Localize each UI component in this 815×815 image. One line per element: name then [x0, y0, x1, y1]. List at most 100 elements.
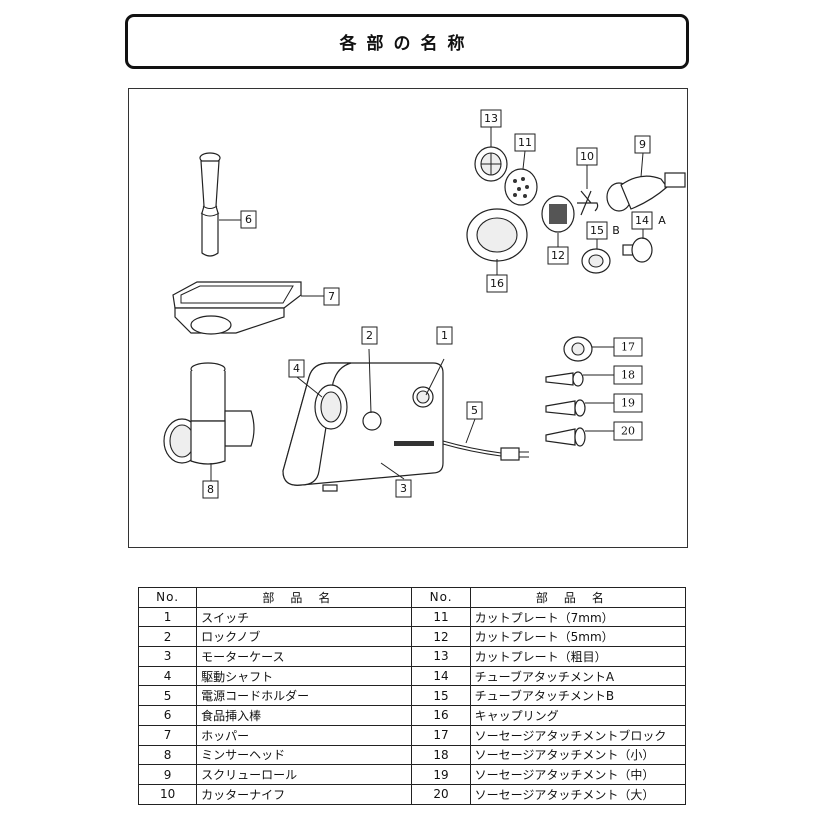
- title-box: 各部の名称: [125, 14, 689, 69]
- parts-diagram: 1 2 3 4 5 6 7 8 9 10 11 12: [128, 88, 688, 548]
- part-no-cell: 20: [411, 783, 471, 805]
- svg-text:B: B: [612, 224, 620, 237]
- part-no-cell: 8: [137, 744, 198, 766]
- svg-text:13: 13: [484, 112, 498, 125]
- svg-text:20: 20: [621, 425, 635, 438]
- part-no-cell: 2: [137, 626, 198, 648]
- svg-text:19: 19: [621, 397, 635, 410]
- header-no: No.: [137, 587, 198, 608]
- svg-text:2: 2: [366, 329, 373, 342]
- hopper-illustration: [172, 281, 302, 335]
- cut-plate-5mm-illustration: [541, 195, 575, 233]
- part-no-cell: 16: [411, 705, 471, 726]
- part-no-cell: 6: [137, 705, 198, 726]
- cut-plate-7mm-illustration: [504, 168, 538, 206]
- callout-2: 2: [361, 326, 378, 345]
- callout-10: 10: [576, 147, 598, 166]
- tube-attachment-a-illustration: [622, 237, 653, 263]
- part-name-cell: カットプレート（粗目）: [469, 646, 687, 667]
- part-no-cell: 4: [137, 665, 198, 687]
- svg-text:4: 4: [293, 362, 300, 375]
- mincer-head-illustration: [163, 362, 255, 465]
- part-name-cell: カットプレート（5mm）: [469, 626, 687, 648]
- part-name-cell: 電源コードホルダー: [196, 685, 413, 707]
- food-pusher-illustration: [199, 152, 221, 257]
- svg-text:7: 7: [328, 290, 335, 303]
- sausage-medium-illustration: [545, 399, 586, 417]
- part-name-cell: ソーセージアタッチメント（小）: [469, 744, 687, 766]
- callout-17: 17: [613, 337, 643, 357]
- callout-12: 12: [547, 246, 569, 265]
- svg-text:10: 10: [580, 150, 594, 163]
- part-no-cell: 3: [137, 646, 198, 667]
- callout-13: 13: [480, 109, 502, 128]
- part-no-cell: 10: [137, 783, 198, 805]
- callout-19: 19: [613, 393, 643, 413]
- svg-text:17: 17: [621, 341, 635, 354]
- callout-16: 16: [486, 274, 508, 293]
- part-name-cell: カッターナイフ: [196, 783, 413, 805]
- header-part-name: 部品名: [196, 587, 413, 608]
- callout-8: 8: [202, 480, 219, 499]
- sausage-small-illustration: [545, 371, 584, 387]
- tube-attachment-b-illustration: [581, 248, 611, 274]
- cut-plate-coarse-illustration: [474, 146, 508, 182]
- svg-text:12: 12: [551, 249, 565, 262]
- part-name-cell: キャップリング: [469, 705, 687, 726]
- cutter-knife-illustration: [577, 190, 599, 216]
- part-no-cell: 13: [411, 646, 471, 667]
- part-name-cell: ミンサーヘッド: [196, 744, 413, 766]
- callout-18: 18: [613, 365, 643, 385]
- callout-20: 20: [613, 421, 643, 441]
- part-no-cell: 5: [137, 685, 198, 707]
- part-name-cell: ソーセージアタッチメント（大）: [469, 783, 687, 805]
- part-no-cell: 18: [411, 744, 471, 766]
- svg-text:5: 5: [471, 404, 478, 417]
- part-name-cell: ロックノブ: [196, 626, 413, 648]
- part-name-cell: 食品挿入棒: [196, 705, 413, 726]
- part-no-cell: 15: [411, 685, 471, 707]
- part-name-cell: スクリューロール: [196, 764, 413, 785]
- motor-case-illustration: [282, 362, 444, 492]
- svg-text:18: 18: [621, 369, 635, 382]
- part-no-cell: 17: [411, 724, 471, 746]
- part-name-cell: チューブアタッチメントB: [469, 685, 687, 707]
- part-name-cell: カットプレート（7mm）: [469, 606, 687, 628]
- cap-ring-illustration: [466, 208, 528, 262]
- svg-text:8: 8: [207, 483, 214, 496]
- part-no-cell: 12: [411, 626, 471, 648]
- svg-text:A: A: [658, 214, 666, 227]
- screw-roll-illustration: [606, 172, 686, 212]
- part-name-cell: チューブアタッチメントA: [469, 665, 687, 687]
- part-name-cell: 駆動シャフト: [196, 665, 413, 687]
- part-name-cell: ソーセージアタッチメントブロック: [469, 724, 687, 746]
- svg-text:6: 6: [245, 213, 252, 226]
- part-no-cell: 1: [137, 606, 198, 628]
- callout-15B: 15 B: [586, 221, 620, 240]
- header-part-name: 部品名: [469, 587, 687, 608]
- callout-3: 3: [395, 479, 412, 498]
- callout-6: 6: [240, 210, 257, 229]
- sausage-large-illustration: [545, 427, 586, 447]
- part-name-cell: スイッチ: [196, 606, 413, 628]
- callout-1: 1: [436, 326, 453, 345]
- callout-5: 5: [466, 401, 483, 420]
- part-name-cell: モーターケース: [196, 646, 413, 667]
- sausage-block-illustration: [563, 336, 593, 362]
- svg-text:3: 3: [400, 482, 407, 495]
- svg-text:16: 16: [490, 277, 504, 290]
- part-no-cell: 11: [411, 606, 471, 628]
- part-name-cell: ホッパー: [196, 724, 413, 746]
- svg-text:14: 14: [635, 214, 649, 227]
- part-no-cell: 9: [137, 764, 198, 785]
